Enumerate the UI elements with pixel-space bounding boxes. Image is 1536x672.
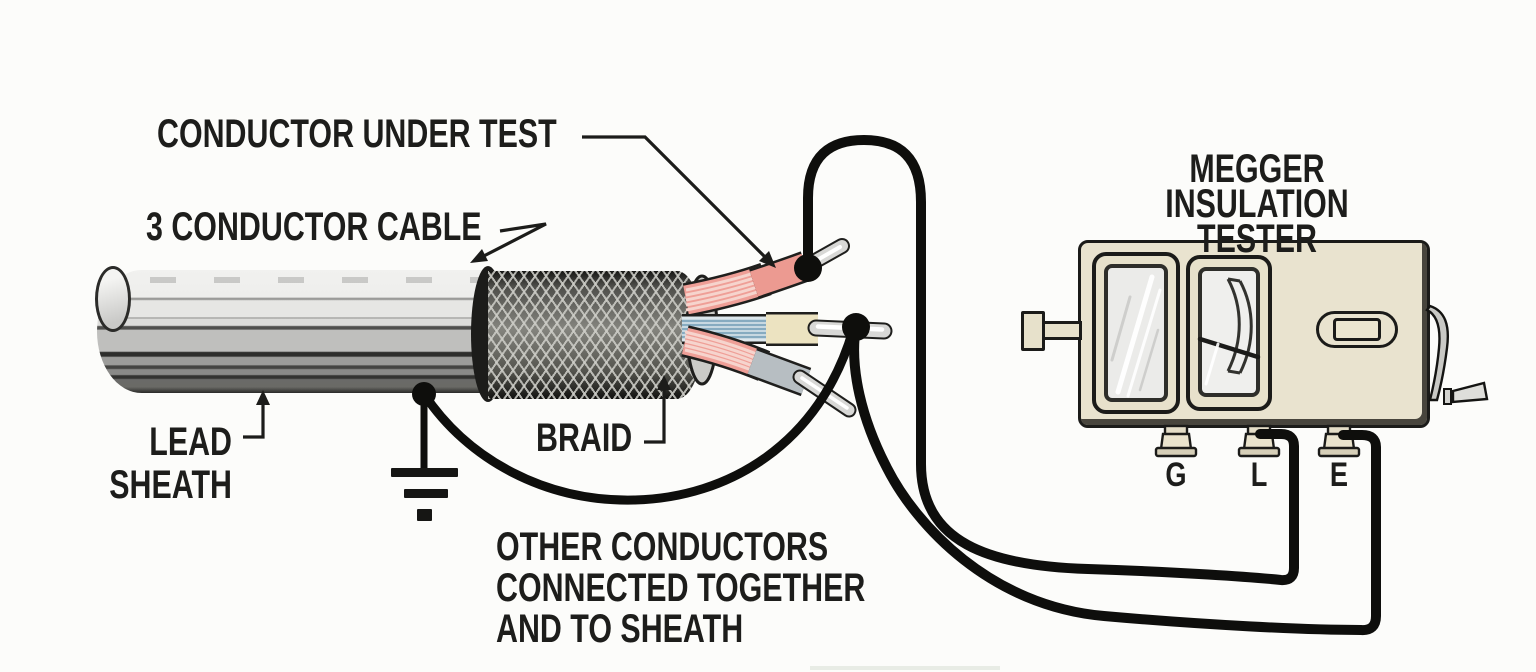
label-megger-title-line1: MEGGER [1189, 147, 1325, 191]
sheath-surface-marks [150, 277, 490, 283]
label-megger-title-line2: INSULATION TESTER [1165, 182, 1349, 261]
label-terminal-g: G [1165, 456, 1187, 494]
arrowhead-conductor-under-test [759, 251, 776, 268]
label-braid: BRAID [536, 416, 633, 460]
leader-lines [243, 135, 772, 444]
wire-sheath-to-junction [419, 325, 858, 505]
label-terminal-e: E [1329, 456, 1349, 494]
tester-oval-button-inner [1333, 318, 1381, 341]
bottom-edge-artifact [810, 666, 1000, 670]
meter-needle [1197, 336, 1261, 360]
label-other-conductors-line3: AND TO SHEATH [496, 607, 744, 651]
hand-crank-icon [1425, 304, 1489, 405]
conductor-bottom-pink [681, 325, 857, 418]
conductor-top-pink [682, 251, 812, 317]
lead-sheath-cylinder [97, 270, 500, 393]
arrowhead-3-conductor-cable [470, 249, 488, 263]
junction-dot-conductor-under-test [794, 254, 822, 282]
label-megger-title: MEGGER INSULATION TESTER [1105, 147, 1409, 261]
analog-meter-icon [1226, 277, 1253, 375]
wire-conductor-to-terminal-l [803, 135, 1299, 586]
sheath-end-cap [95, 266, 131, 332]
label-other-conductors-line1: OTHER CONDUCTORS [496, 525, 829, 569]
label-lead-sheath-line2: SHEATH [109, 463, 232, 507]
tester-left-lug-plate [1021, 311, 1045, 351]
label-conductor-under-test: CONDUCTOR UNDER TEST [157, 112, 557, 156]
junction-dot-other-conductors [842, 313, 870, 341]
label-3-conductor-cable: 3 CONDUCTOR CABLE [146, 205, 482, 249]
terminal-g [1154, 424, 1198, 458]
label-terminal-l: L [1250, 456, 1268, 494]
junction-dot-sheath [412, 382, 436, 406]
arrowhead-braid [657, 375, 671, 390]
wire-others-to-terminal-e [849, 321, 1381, 636]
glass-reflections [1110, 274, 1220, 398]
label-other-conductors: OTHER CONDUCTORS CONNECTED TOGETHER AND … [496, 527, 865, 650]
ground-symbol-icon [391, 468, 458, 521]
label-other-conductors-line2: CONNECTED TOGETHER [496, 566, 866, 610]
label-lead-sheath-line1: LEAD [149, 420, 232, 464]
label-lead-sheath: LEAD SHEATH [80, 421, 232, 507]
arrowhead-lead-sheath [256, 390, 270, 405]
braid-mesh [488, 271, 703, 399]
